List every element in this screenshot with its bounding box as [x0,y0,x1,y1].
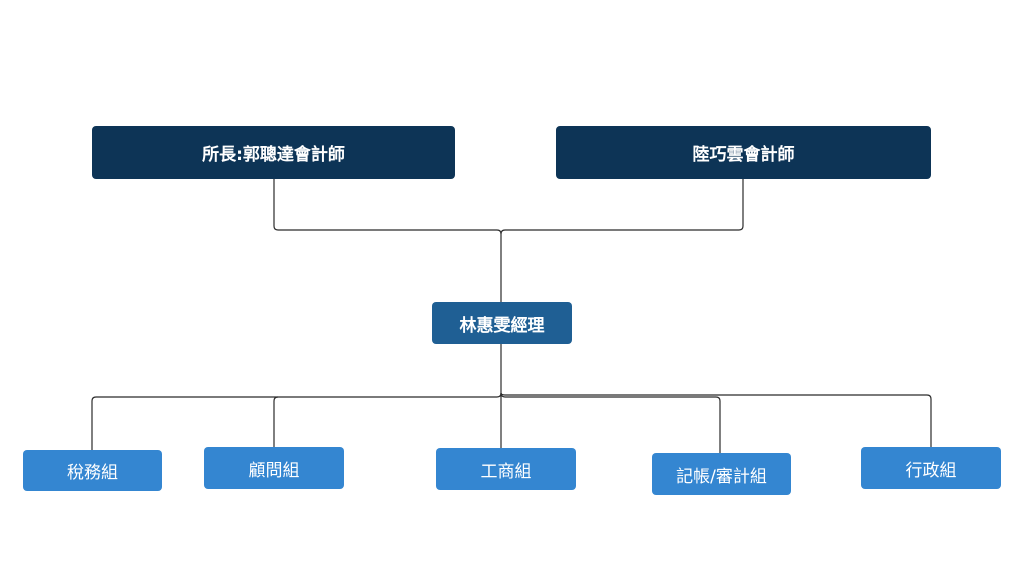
node-partner-cpa-label: 陸巧雲會計師 [692,145,795,165]
connector-tax [91,392,502,450]
node-director: 所長:郭聰達會計師 [92,126,455,179]
node-team-business: 工商組 [436,448,576,490]
node-team-admin-label: 行政組 [905,460,957,481]
node-team-admin: 行政組 [861,447,1001,489]
node-team-tax-label: 稅務組 [67,463,118,483]
node-manager-label: 林惠雯經理 [459,315,545,336]
connector-admin [500,392,932,447]
node-team-consulting-label: 顧問組 [248,460,300,481]
node-manager: 林惠雯經理 [432,302,572,344]
node-partner-cpa: 陸巧雲會計師 [556,126,931,179]
connector-audit [500,392,721,453]
node-team-audit: 記帳/審計組 [652,453,791,495]
node-team-consulting: 顧問組 [204,447,344,489]
connector-consulting [273,396,279,447]
node-director-label: 所長:郭聰達會計師 [202,145,345,165]
node-team-business-label: 工商組 [480,461,532,482]
connector-director [273,179,502,302]
node-team-audit-label: 記帳/審計組 [676,466,767,487]
connector-partner [500,179,744,235]
node-team-tax: 稅務組 [23,450,162,491]
